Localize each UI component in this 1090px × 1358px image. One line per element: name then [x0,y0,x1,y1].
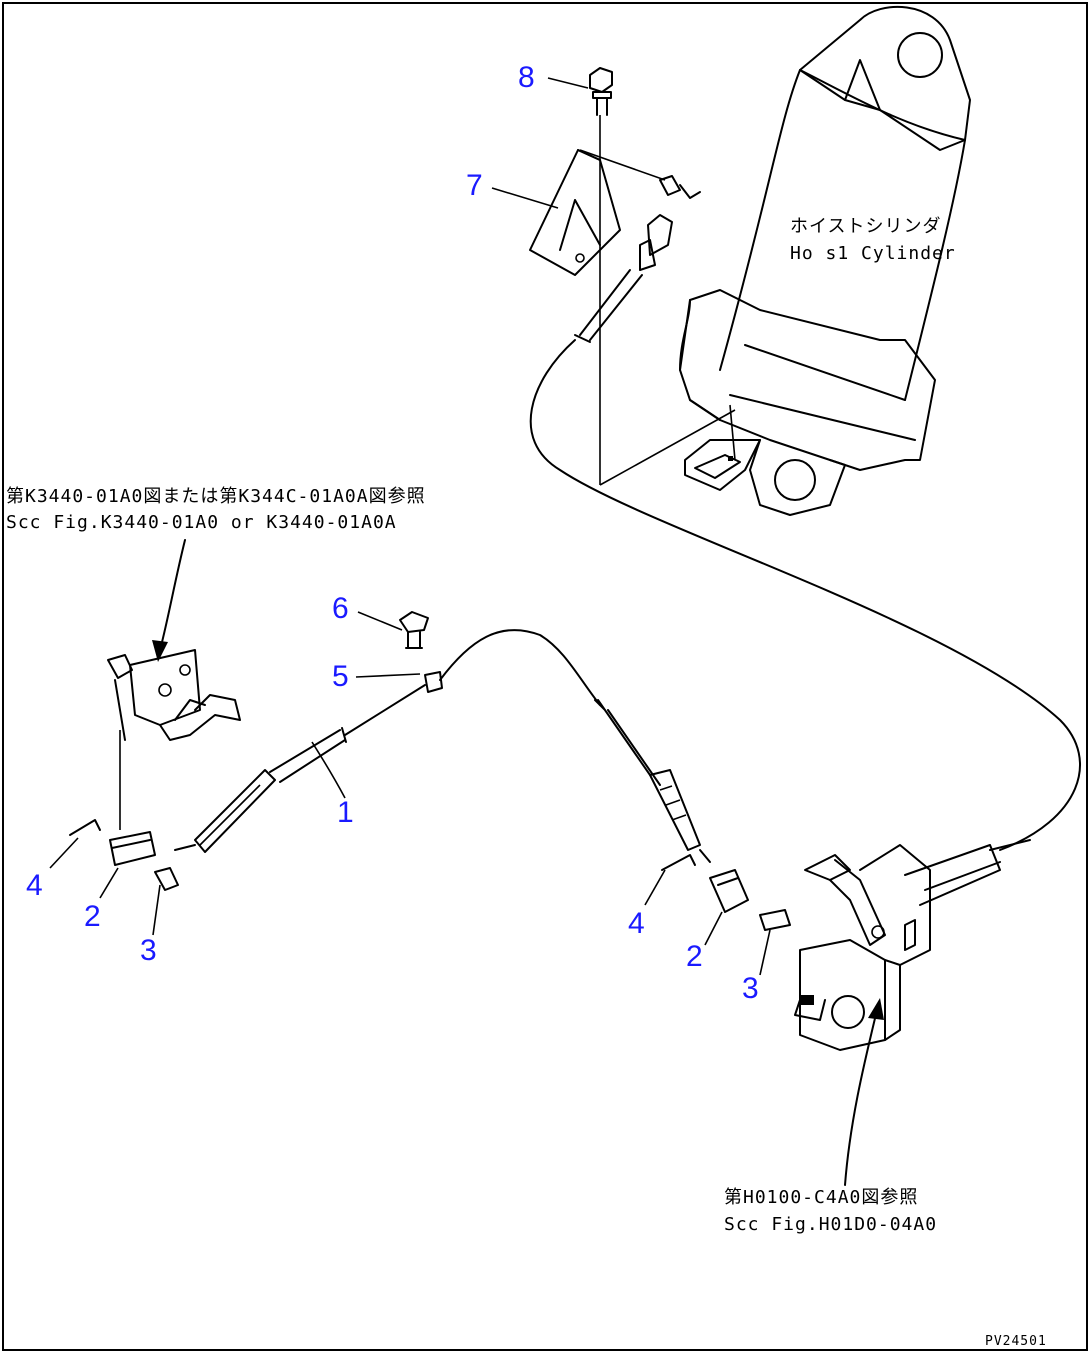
cable-1 [174,629,711,863]
callout-6: 6 [332,592,349,625]
pin-3-right [759,909,791,931]
callout-2-right: 2 [686,940,703,973]
callout-4-right: 4 [628,907,645,940]
callout-1: 1 [337,796,354,829]
cable-end-upper [574,175,701,343]
cable-bracket-7 [529,149,666,276]
callout-4-left: 4 [26,869,43,902]
clevis-2-right [709,869,749,913]
hoist-cylinder [679,5,971,516]
right-valve-assembly [794,839,1031,1051]
leader-lines [49,77,884,1186]
reference-right-en: Scc Fig.H01D0-04A0 [724,1214,937,1235]
bolt-8 [589,67,736,486]
left-lever-assembly [107,649,241,830]
callout-3-left: 3 [140,934,157,967]
callout-7: 7 [466,169,483,202]
bolt-6 [399,611,429,649]
callout-8: 8 [518,61,535,94]
clevis-2-left [109,831,156,866]
pin-3-left [154,867,179,891]
figure-code: PV24501 [985,1334,1047,1349]
control-cable-route [529,339,1081,851]
hoist-cylinder-label-en: Ho s1 Cylinder [790,243,956,264]
clip-4-right [661,854,696,871]
hoist-cylinder-label-jp: ホイストシリンダ [790,216,941,237]
reference-left-en: Scc Fig.K3440-01A0 or K3440-01A0A [6,512,397,533]
callout-3-right: 3 [742,972,759,1005]
clip-4-left [69,819,101,836]
reference-right-jp: 第H0100-C4A0図参照 [724,1187,918,1208]
callout-5: 5 [332,660,349,693]
reference-left-jp: 第K3440-01A0図または第K344C-01A0A図参照 [6,486,426,507]
callout-2-left: 2 [84,900,101,933]
